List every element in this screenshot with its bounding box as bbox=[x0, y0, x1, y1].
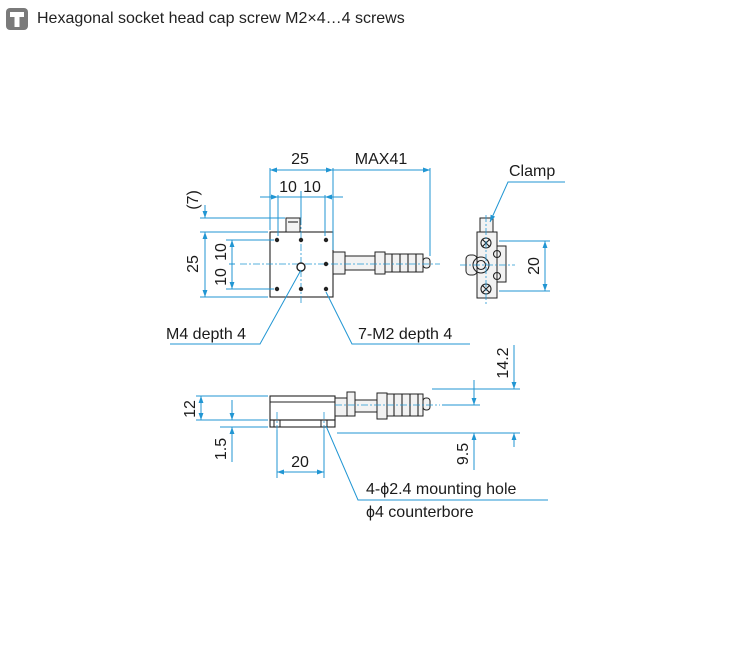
front-view: 12 1.5 20 14.2 9.5 4-ϕ2.4 mounting hole … bbox=[182, 345, 548, 521]
callout-mounting-hole: 4-ϕ2.4 mounting hole bbox=[366, 481, 516, 498]
micrometer-front bbox=[334, 391, 431, 420]
m2-holes bbox=[274, 237, 329, 292]
dim-side-height: 20 bbox=[526, 257, 543, 275]
dim-front-top-right: 14.2 bbox=[495, 347, 512, 378]
callout-m4: M4 depth 4 bbox=[166, 326, 246, 343]
dim-front-base: 1.5 bbox=[213, 438, 230, 460]
dim-top-half-right: 10 bbox=[303, 179, 321, 196]
dim-front-bottom-right: 9.5 bbox=[455, 443, 472, 465]
header-text: Hexagonal socket head cap screw M2×4…4 s… bbox=[37, 10, 405, 27]
dim-top-v-upper: 10 bbox=[213, 243, 230, 261]
dim-top-max: MAX41 bbox=[355, 151, 408, 168]
stage-body-front bbox=[269, 395, 336, 421]
header-note: Hexagonal socket head cap screw M2×4…4 s… bbox=[6, 8, 405, 30]
top-view: 25 MAX41 10 10 25 10 10 (7) M4 depth 4 7… bbox=[166, 151, 470, 345]
screw-icon bbox=[6, 8, 28, 30]
m4-hole bbox=[296, 262, 306, 272]
label-clamp: Clamp bbox=[509, 163, 555, 180]
callout-m2: 7-M2 depth 4 bbox=[358, 326, 452, 343]
dim-top-v-lower: 10 bbox=[213, 268, 230, 286]
dim-front-height: 12 bbox=[182, 400, 199, 418]
top-screw bbox=[285, 217, 301, 233]
dim-front-hole-spacing: 20 bbox=[291, 454, 309, 471]
dim-top-height: 25 bbox=[185, 255, 202, 273]
dim-top-width: 25 bbox=[291, 151, 309, 168]
dim-top-ref: (7) bbox=[185, 190, 202, 210]
micrometer-top bbox=[332, 251, 431, 275]
callout-counterbore: ϕ4 counterbore bbox=[366, 504, 474, 521]
side-view: 20 Clamp bbox=[460, 163, 565, 305]
dim-top-half-left: 10 bbox=[279, 179, 297, 196]
